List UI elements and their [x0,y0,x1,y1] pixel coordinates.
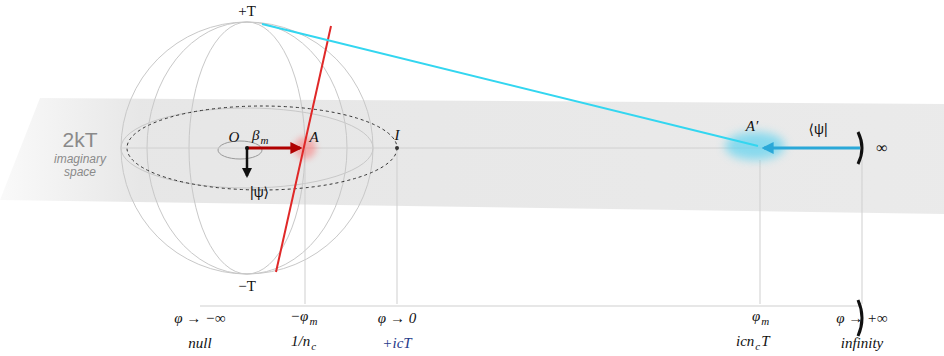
axis-caption: T [761,333,769,350]
point-label: A [309,129,318,146]
pole-label: −T [238,278,256,295]
state-label: |ψ⟩ [250,185,269,200]
infinity-label: ∞ [876,139,887,157]
point-label: O [229,129,240,146]
axis-value: φ → −∞ [174,310,226,327]
space-label: 2kT [62,128,97,151]
axis-caption: infinity [841,335,884,352]
pole-label: +T [238,3,256,20]
subscript: c [755,340,760,352]
drop-lines [200,150,862,306]
axis-value: φ → +∞ [836,310,888,327]
subscript: c [311,340,316,352]
axis-value: φ → 0 [378,310,416,327]
imaginary-plane [0,98,944,214]
point-label: I [395,127,400,144]
ket-vector [246,148,249,176]
point-i [395,146,399,150]
state-label: ⟨ψ| [808,122,827,137]
space-label: imaginary space [45,153,115,179]
axis-caption: icn [736,333,754,350]
point-o [245,146,249,150]
axis-caption: null [188,335,211,352]
subscript: m [761,315,769,327]
axis-value: φ [752,308,760,325]
beta-vector [247,147,300,150]
infinity-mark [858,132,862,164]
axis-value: −φ [290,308,308,325]
subscript: m [309,315,317,327]
small-orbit [218,141,262,159]
subscript: m [260,134,268,146]
axis-caption: 1/n [291,333,310,350]
axis-caption: +icT [382,335,411,352]
point-label: A′ [746,118,758,135]
cyan-line [262,24,758,146]
symbol-label: β [252,127,259,144]
bra-vector [764,147,860,150]
